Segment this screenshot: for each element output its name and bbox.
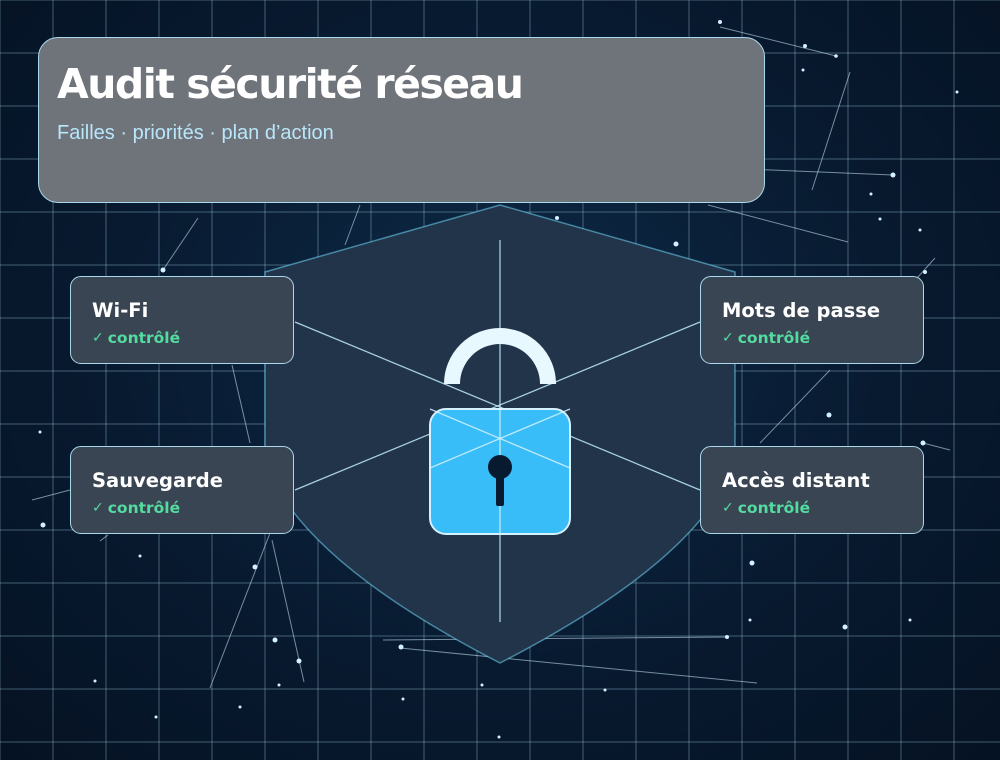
page-title: Audit sécurité réseau xyxy=(57,60,524,108)
checkmark-icon: ✓ xyxy=(92,330,104,346)
check-label: Mots de passe xyxy=(722,299,881,322)
check-card-backup: Sauvegarde ✓ contrôlé xyxy=(70,446,294,534)
check-label: Accès distant xyxy=(722,469,870,492)
check-status: ✓ contrôlé xyxy=(92,499,180,517)
check-status: ✓ contrôlé xyxy=(92,329,180,347)
padlock-icon xyxy=(429,328,571,535)
checkmark-icon: ✓ xyxy=(92,500,104,516)
check-status-text: contrôlé xyxy=(737,329,811,347)
check-status-text: contrôlé xyxy=(107,499,181,517)
check-status-text: contrôlé xyxy=(107,329,181,347)
check-status: ✓ contrôlé xyxy=(722,499,810,517)
checkmark-icon: ✓ xyxy=(722,330,734,346)
title-card: Audit sécurité réseau Failles · priorité… xyxy=(38,37,765,203)
check-card-remote-access: Accès distant ✓ contrôlé xyxy=(700,446,924,534)
network-lines xyxy=(31,26,951,689)
network-dots xyxy=(38,20,959,739)
page-subtitle: Failles · priorités · plan d’action xyxy=(57,122,334,144)
check-label: Sauvegarde xyxy=(92,469,223,492)
checkmark-icon: ✓ xyxy=(722,500,734,516)
check-status-text: contrôlé xyxy=(737,499,811,517)
check-card-wifi: Wi-Fi ✓ contrôlé xyxy=(70,276,294,364)
check-card-passwords: Mots de passe ✓ contrôlé xyxy=(700,276,924,364)
keyhole xyxy=(488,455,512,506)
check-status: ✓ contrôlé xyxy=(722,329,810,347)
check-label: Wi-Fi xyxy=(92,299,149,322)
